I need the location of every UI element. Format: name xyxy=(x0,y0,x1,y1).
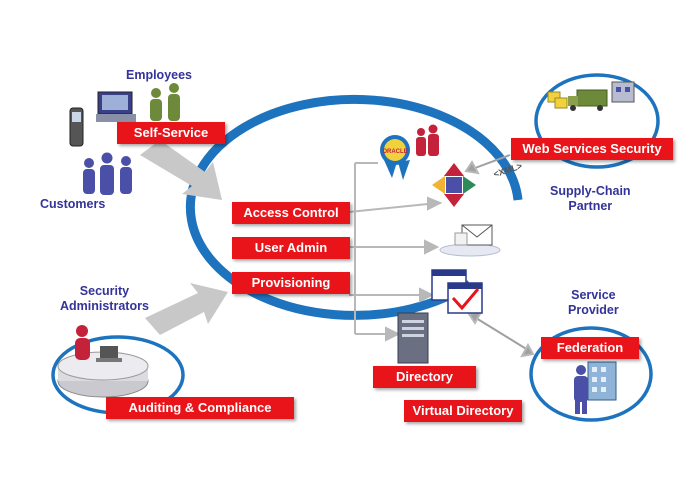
routing-icon xyxy=(432,163,476,207)
partner-person-icon xyxy=(574,365,588,414)
calendar-icon xyxy=(431,269,483,314)
security-admins-caption: Security Administrators xyxy=(60,284,149,313)
inbound-arrow-users xyxy=(140,140,222,200)
auditing-compliance-label: Auditing & Compliance xyxy=(106,397,294,419)
supply-chain-ring xyxy=(534,73,660,169)
admin-person-icon xyxy=(76,325,88,337)
red-people-icon xyxy=(416,124,439,156)
self-service-label: Self-Service xyxy=(117,122,225,144)
admin-terminal-icon xyxy=(100,346,118,358)
directory-server-icon xyxy=(397,312,429,364)
oracle-badge-text: ORACLE xyxy=(382,149,407,155)
access-control-label: Access Control xyxy=(232,202,350,224)
cargo-boxes-icon xyxy=(547,91,568,109)
connector-lines xyxy=(348,154,535,358)
virtual-directory-label: Virtual Directory xyxy=(404,400,522,422)
admin-workstation-icon xyxy=(57,325,149,398)
customer-figures-icon xyxy=(83,152,132,195)
directory-label: Directory xyxy=(373,366,476,388)
customers-caption: Customers xyxy=(40,197,106,211)
warehouse-building-icon xyxy=(611,81,635,103)
inbound-arrow-admins xyxy=(145,283,228,335)
employees-caption: Employees xyxy=(126,68,193,82)
office-building-icon xyxy=(587,361,617,401)
oracle-badge-icon: ORACLE xyxy=(380,135,410,180)
service-provider-caption: Service Provider xyxy=(568,288,619,317)
delivery-truck-icon xyxy=(568,89,608,111)
web-services-security-label: Web Services Security xyxy=(511,138,673,160)
mail-icon xyxy=(439,224,501,257)
employee-figures-icon xyxy=(150,83,180,121)
employees-group xyxy=(69,83,180,147)
provisioning-label: Provisioning xyxy=(232,272,350,294)
federation-label: Federation xyxy=(541,337,639,359)
service-provider-ring xyxy=(529,326,653,422)
user-admin-label: User Admin xyxy=(232,237,350,259)
supply-chain-caption: Supply-Chain Partner xyxy=(550,184,631,213)
